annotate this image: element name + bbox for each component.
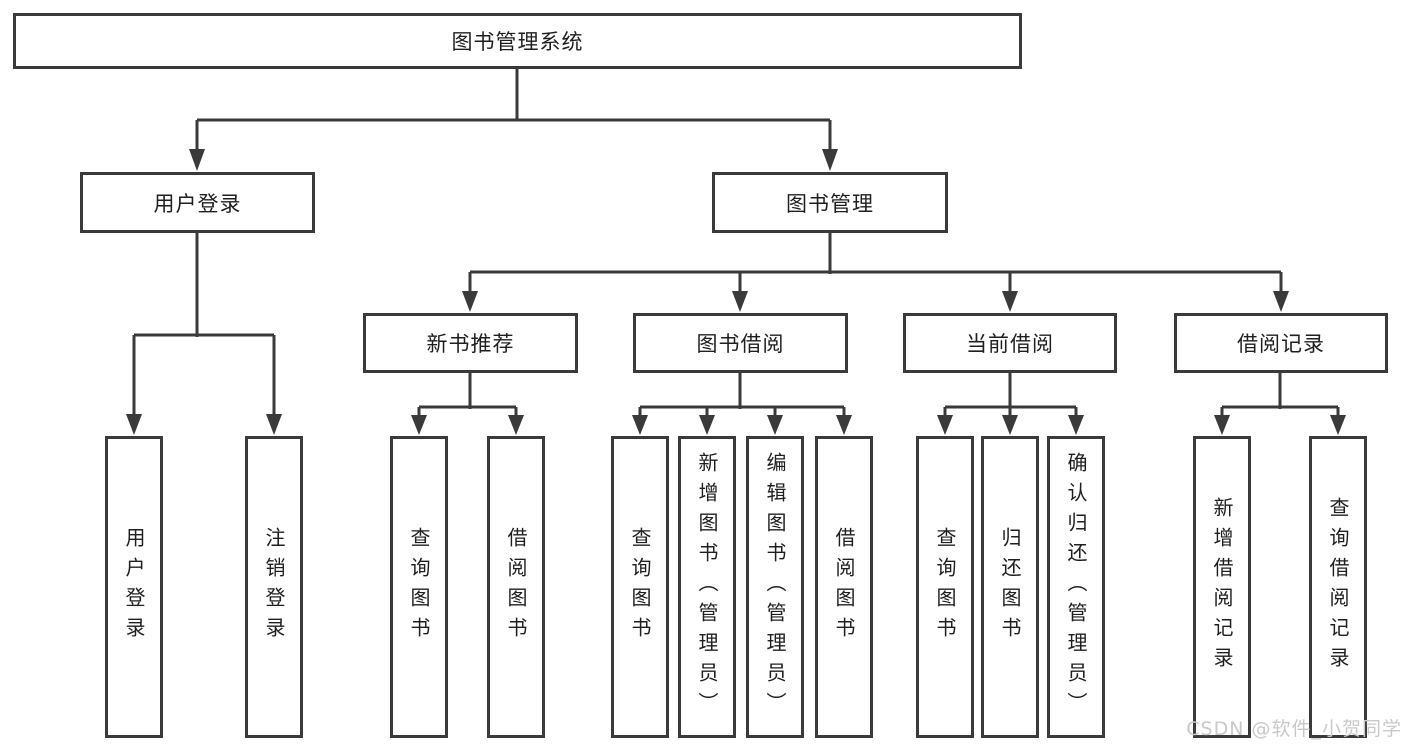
leaf-current-query-books: 查询图书 xyxy=(916,436,974,738)
leaf-records-add-borrow-record: 新增借阅记录 xyxy=(1193,436,1251,738)
leaf-borrowing-add-books-admin: 新增图书（管理员） xyxy=(678,436,736,738)
leaf-recommend-query-books: 查询图书 xyxy=(390,436,448,738)
node-book-management: 图书管理 xyxy=(712,172,948,233)
leaf-recommend-borrow-books: 借阅图书 xyxy=(487,436,545,738)
node-current-borrowing: 当前借阅 xyxy=(903,313,1117,373)
leaf-user-login: 用户登录 xyxy=(105,436,163,738)
node-user-login: 用户登录 xyxy=(80,172,315,233)
leaf-borrowing-borrow-books: 借阅图书 xyxy=(815,436,873,738)
leaf-borrowing-edit-books-admin: 编辑图书（管理员） xyxy=(746,436,804,738)
watermark: CSDN @软件_小贺同学 xyxy=(1186,718,1402,740)
leaf-logout: 注销登录 xyxy=(245,436,303,738)
leaf-current-confirm-return-admin: 确认归还（管理员） xyxy=(1047,436,1105,738)
node-library-system: 图书管理系统 xyxy=(13,13,1022,69)
leaf-borrowing-query-books: 查询图书 xyxy=(611,436,669,738)
leaf-records-query-borrow-record: 查询借阅记录 xyxy=(1309,436,1367,738)
leaf-current-return-books: 归还图书 xyxy=(981,436,1039,738)
node-book-borrowing: 图书借阅 xyxy=(633,313,848,373)
node-borrowing-records: 借阅记录 xyxy=(1174,313,1388,373)
node-new-book-recommend: 新书推荐 xyxy=(363,313,578,373)
